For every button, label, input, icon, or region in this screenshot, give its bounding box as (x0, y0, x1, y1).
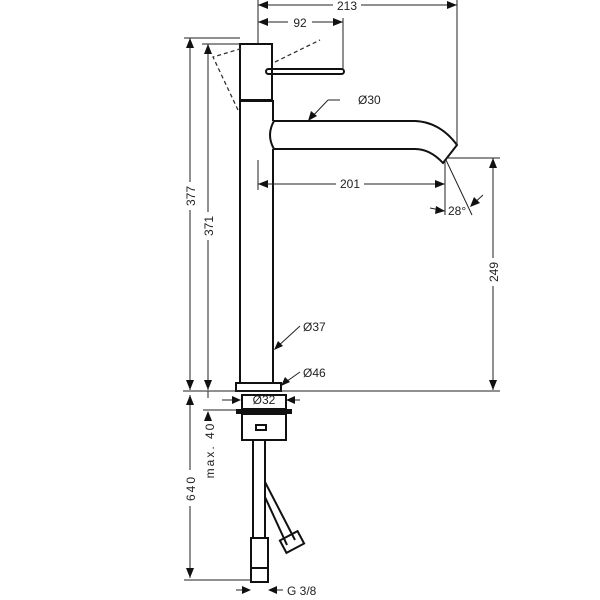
lever-handle (265, 68, 345, 75)
dim-base-diameter: Ø46 (303, 366, 326, 380)
dim-body-diameter: Ø37 (303, 320, 326, 334)
dim-max-deck-thickness: max. 40 (203, 422, 217, 479)
lever-open-position (212, 39, 321, 111)
dim-overall-reach: 213 (337, 0, 357, 13)
dim-hose-length: 640 (184, 475, 198, 501)
dim-spout-projection: 201 (340, 177, 360, 191)
spout (269, 120, 459, 165)
faucet-body (212, 39, 459, 392)
dim-spout-diameter: Ø30 (358, 93, 381, 107)
dim-connection-thread: G 3/8 (287, 584, 317, 598)
dim-body-height: 371 (202, 216, 216, 236)
dim-shank-diameter: Ø32 (253, 393, 276, 407)
base-rosette (235, 382, 282, 392)
dimension-lines (183, 0, 500, 594)
dim-spout-height: 249 (487, 262, 501, 282)
dim-total-height: 377 (184, 186, 198, 206)
mounting-set (236, 394, 306, 583)
dim-spray-angle: 28° (448, 204, 466, 218)
dim-lever-reach: 92 (293, 16, 307, 30)
